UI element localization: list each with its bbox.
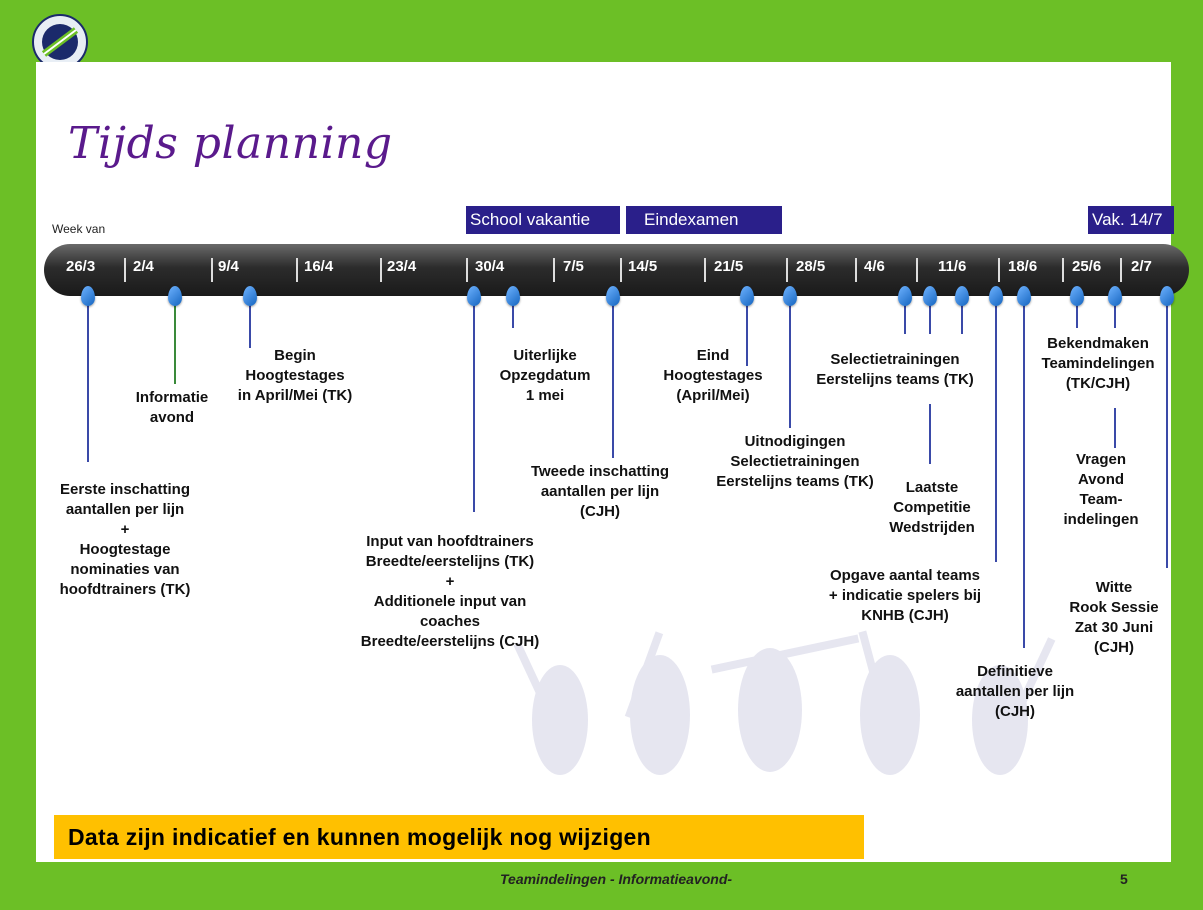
week-label-26-3: 26/3: [66, 258, 96, 275]
milestone-connector: [612, 300, 614, 458]
week-label-2-7: 2/7: [1131, 258, 1152, 275]
period-vakantie-end: Vak. 14/7: [1088, 206, 1174, 234]
footer-text: Teamindelingen - Informatieavond-: [500, 871, 733, 887]
milestone-uitnodigingen: Uitnodigingen Selectietrainingen Eerstel…: [716, 433, 874, 490]
milestone-connector: [789, 300, 791, 428]
week-separator: [553, 258, 555, 282]
pin-icon: [168, 286, 182, 306]
milestone-begin-hoogtestages: Begin Hoogtestages in April/Mei (TK): [237, 347, 353, 404]
pin-icon: [923, 286, 937, 306]
milestone-selectietrainingen: Selectietrainingen Eerstelijns teams (TK…: [816, 351, 974, 388]
milestone-tweede-inschatting: Tweede inschatting aantallen per lijn (C…: [530, 463, 670, 520]
milestone-witte-rook: Witte Rook Sessie Zat 30 Juni (CJH): [1069, 579, 1159, 656]
disclaimer-banner: Data zijn indicatief en kunnen mogelijk …: [54, 815, 864, 859]
week-label-21-5: 21/5: [714, 258, 744, 275]
pin-icon: [955, 286, 969, 306]
pin-icon: [989, 286, 1003, 306]
milestone-vragen-avond: Vragen Avond Team- indelingen: [1063, 451, 1139, 528]
milestone-connector: [1076, 300, 1078, 328]
milestone-uiterlijke-opzegdatum: Uiterlijke Opzegdatum 1 mei: [499, 347, 591, 404]
week-label-25-6: 25/6: [1072, 258, 1102, 275]
milestone-input-hoofdtrainers: Input van hoofdtrainers Breedte/eersteli…: [360, 533, 540, 650]
milestone-connector: [1023, 300, 1025, 648]
milestone-connector: [473, 300, 475, 512]
pin-icon: [1160, 286, 1174, 306]
week-separator: [704, 258, 706, 282]
week-separator: [786, 258, 788, 282]
milestone-informatie-avond: Informatie avond: [135, 389, 209, 426]
week-separator: [855, 258, 857, 282]
milestone-eind-hoogtestages: Eind Hoogtestages (April/Mei): [663, 347, 763, 404]
pin-icon: [467, 286, 481, 306]
milestone-definitieve-aantallen: Definitieve aantallen per lijn (CJH): [955, 663, 1075, 720]
week-label: Week van: [52, 222, 106, 236]
milestone-connector: [929, 300, 931, 334]
milestone-connector: [961, 300, 963, 334]
pin-icon: [1017, 286, 1031, 306]
pin-icon: [783, 286, 797, 306]
week-label-18-6: 18/6: [1008, 258, 1038, 275]
milestone-connector: [904, 300, 906, 334]
milestone-bekendmaken: Bekendmaken Teamindelingen (TK/CJH): [1041, 335, 1155, 392]
hockey-players-watermark: [513, 630, 1056, 775]
week-separator: [296, 258, 298, 282]
pin-icon: [606, 286, 620, 306]
week-separator: [998, 258, 1000, 282]
milestone-connector: [1114, 408, 1116, 448]
week-label-9-4: 9/4: [218, 258, 239, 275]
pin-icon: [506, 286, 520, 306]
week-separator: [124, 258, 126, 282]
milestone-connector: [929, 404, 931, 464]
slide: [36, 62, 1171, 862]
club-logo: [32, 14, 88, 70]
pin-icon: [1108, 286, 1122, 306]
milestone-laatste-competitie: Laatste Competitie Wedstrijden: [889, 479, 975, 536]
milestone-connector: [746, 300, 748, 366]
week-label-11-6: 11/6: [938, 258, 967, 275]
period-eindexamen: Eindexamen: [626, 206, 782, 234]
week-separator: [620, 258, 622, 282]
week-label-28-5: 28/5: [796, 258, 826, 275]
milestone-connector: [87, 300, 89, 462]
week-separator: [1062, 258, 1064, 282]
week-label-30-4: 30/4: [475, 258, 505, 275]
milestone-eerste-inschatting: Eerste inschatting aantallen per lijn + …: [59, 481, 191, 598]
milestone-connector: [174, 300, 176, 384]
week-label-7-5: 7/5: [563, 258, 584, 275]
pin-icon: [1070, 286, 1084, 306]
period-school-vakantie: School vakantie: [466, 206, 620, 234]
pin-icon: [740, 286, 754, 306]
week-label-23-4: 23/4: [387, 258, 417, 275]
milestone-connector: [1114, 300, 1116, 328]
week-separator: [211, 258, 213, 282]
week-label-4-6: 4/6: [864, 258, 885, 275]
slide-title: Tijds planning: [68, 118, 393, 169]
week-separator: [380, 258, 382, 282]
pin-icon: [898, 286, 912, 306]
milestone-connector: [1166, 300, 1168, 568]
pin-icon: [81, 286, 95, 306]
milestone-opgave-knhb: Opgave aantal teams + indicatie spelers …: [828, 567, 982, 624]
week-separator: [916, 258, 918, 282]
week-label-2-4: 2/4: [133, 258, 154, 275]
pin-icon: [243, 286, 257, 306]
page-number: 5: [1120, 871, 1128, 887]
week-label-14-5: 14/5: [628, 258, 658, 275]
milestone-connector: [249, 300, 251, 348]
week-separator: [1120, 258, 1122, 282]
milestone-connector: [512, 300, 514, 328]
week-separator: [466, 258, 468, 282]
milestone-connector: [995, 300, 997, 562]
week-label-16-4: 16/4: [304, 258, 334, 275]
